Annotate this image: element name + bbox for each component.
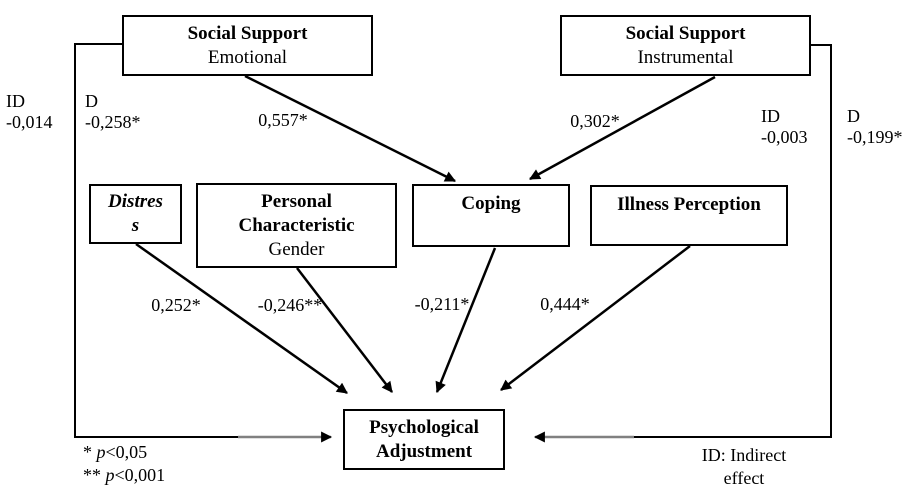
indirect-effect-label: ID [761,106,780,126]
indirect-effect-note: ID: Indirect effect [702,444,786,490]
node-title: Personal [261,190,332,212]
direct-effect-right: D -0,199* [847,106,903,148]
coefficient-illness-to-adjustment: 0,444* [540,294,590,314]
node-title: Social Support [187,22,308,44]
node-coping: Coping [412,184,570,247]
node-distress: Distres s [89,184,182,244]
direct-effect-value: -0,258* [85,112,141,132]
indirect-effect-value: -0,003 [761,127,808,147]
node-psychological-adjustment: Psychological Adjustment [343,409,505,470]
significance-legend: * p<0,05 ** p<0,001 [83,441,165,487]
direct-effect-label: D [847,106,860,126]
node-subtitle: Emotional [207,46,288,68]
significance-stars: * [83,442,92,462]
indirect-path-right [634,44,832,438]
node-title: Adjustment [375,440,473,462]
node-title: Illness Perception [617,194,761,215]
arrow-instrumental-to-coping [529,75,716,181]
node-social-support-emotional: Social Support Emotional [122,15,373,76]
coefficient-instrumental-to-coping: 0,302* [570,111,620,131]
indirect-effect-value: -0,014 [6,112,53,132]
significance-line-1: * p<0,05 [83,441,165,464]
indirect-effect-note-line-1: ID: Indirect [701,445,787,465]
direct-effect-value: -0,199* [847,127,903,147]
indirect-effect-note-line-2: effect [723,468,765,488]
node-title: s [131,215,140,236]
node-subtitle: Instrumental [637,46,734,68]
node-subtitle: Gender [268,238,325,260]
significance-line-2: ** p<0,001 [83,464,165,487]
indirect-effect-label: ID [6,91,25,111]
node-title: Social Support [625,22,746,44]
significance-threshold: <0,001 [114,465,166,485]
arrow-illness-to-adjustment [500,245,691,391]
p-symbol: p [105,465,115,485]
coefficient-emotional-to-coping: 0,557* [258,110,308,130]
node-personal-characteristic: Personal Characteristic Gender [196,183,397,268]
indirect-effect-right: ID -0,003 [761,106,808,148]
significance-threshold: <0,05 [105,442,148,462]
node-illness-perception: Illness Perception [590,185,788,246]
node-title: Distres [108,191,163,212]
direct-effect-left: D -0,258* [85,91,141,133]
node-title: Psychological [369,416,479,438]
arrow-distress-to-adjustment [135,242,348,395]
arrow-emotional-to-coping [244,74,456,183]
p-symbol: p [96,442,106,462]
node-title: Characteristic [238,214,355,236]
node-title: Coping [461,193,521,214]
coefficient-coping-to-adjustment: -0,211* [414,294,470,314]
significance-stars: ** [83,465,101,485]
coefficient-distress-to-adjustment: 0,252* [151,295,201,315]
indirect-effect-left: ID -0,014 [6,91,53,133]
node-social-support-instrumental: Social Support Instrumental [560,15,811,76]
direct-effect-label: D [85,91,98,111]
arrow-personal-to-adjustment [296,267,393,393]
arrow-coping-to-adjustment [435,247,497,394]
coefficient-personal-to-adjustment: -0,246** [257,295,323,315]
indirect-path-left [74,43,238,438]
